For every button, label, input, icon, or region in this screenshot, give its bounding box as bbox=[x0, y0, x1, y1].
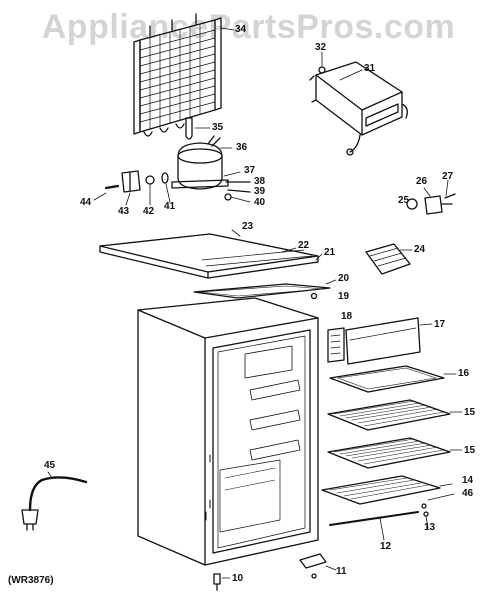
wire-shelf-upper bbox=[327, 399, 463, 431]
thermostat bbox=[406, 179, 456, 215]
callout-42: 42 bbox=[143, 206, 155, 217]
drier bbox=[185, 117, 193, 140]
compressor-mount-hardware bbox=[223, 171, 251, 203]
callout-10: 10 bbox=[232, 573, 244, 584]
wire-shelf-lower bbox=[321, 475, 453, 505]
callout-21: 21 bbox=[324, 247, 336, 258]
callout-32: 32 bbox=[315, 42, 327, 53]
callout-17: 17 bbox=[434, 319, 446, 330]
callout-19: 19 bbox=[338, 291, 350, 302]
power-cord bbox=[21, 471, 88, 531]
callout-37: 37 bbox=[244, 165, 256, 176]
callout-44: 44 bbox=[80, 197, 92, 208]
callout-39: 39 bbox=[254, 186, 266, 197]
callout-22: 22 bbox=[298, 240, 310, 251]
callout-26: 26 bbox=[416, 176, 428, 187]
drip-tray bbox=[329, 365, 457, 393]
callout-23: 23 bbox=[242, 221, 254, 232]
wire-shelf-middle bbox=[327, 437, 463, 469]
callout-35: 35 bbox=[212, 122, 224, 133]
callout-41: 41 bbox=[164, 201, 176, 212]
cabinet-body bbox=[137, 297, 319, 566]
callout-18: 18 bbox=[341, 311, 353, 322]
screw-32 bbox=[318, 66, 326, 74]
ice-tray bbox=[365, 243, 413, 275]
callout-16: 16 bbox=[458, 368, 470, 379]
callout-38: 38 bbox=[254, 176, 266, 187]
base-rail bbox=[329, 493, 455, 541]
callout-45: 45 bbox=[44, 460, 56, 471]
callout-14: 14 bbox=[462, 475, 474, 486]
control-panel bbox=[327, 327, 345, 363]
callout-34: 34 bbox=[235, 24, 247, 35]
evaporator bbox=[309, 61, 408, 156]
compressor bbox=[171, 135, 229, 190]
callout-27: 27 bbox=[442, 171, 454, 182]
hinge bbox=[299, 553, 337, 579]
callout-13: 13 bbox=[424, 522, 436, 533]
cabinet-top bbox=[99, 229, 323, 279]
relay-assembly bbox=[93, 170, 171, 206]
callout-31: 31 bbox=[364, 63, 376, 74]
condenser-coil bbox=[133, 13, 222, 137]
callout-24: 24 bbox=[414, 244, 426, 255]
leveling-leg bbox=[213, 573, 231, 591]
callout-15-middle: 15 bbox=[464, 445, 476, 456]
model-code: (WR3876) bbox=[8, 575, 54, 586]
callout-36: 36 bbox=[236, 142, 248, 153]
callout-46: 46 bbox=[462, 488, 474, 499]
callout-25: 25 bbox=[398, 195, 410, 206]
callout-43: 43 bbox=[118, 206, 130, 217]
freezer-door bbox=[345, 317, 433, 365]
callout-20: 20 bbox=[338, 273, 350, 284]
callout-15-upper: 15 bbox=[464, 407, 476, 418]
callout-12: 12 bbox=[380, 541, 392, 552]
top-trim bbox=[193, 279, 337, 300]
callout-11: 11 bbox=[336, 566, 347, 577]
callout-40: 40 bbox=[254, 197, 266, 208]
